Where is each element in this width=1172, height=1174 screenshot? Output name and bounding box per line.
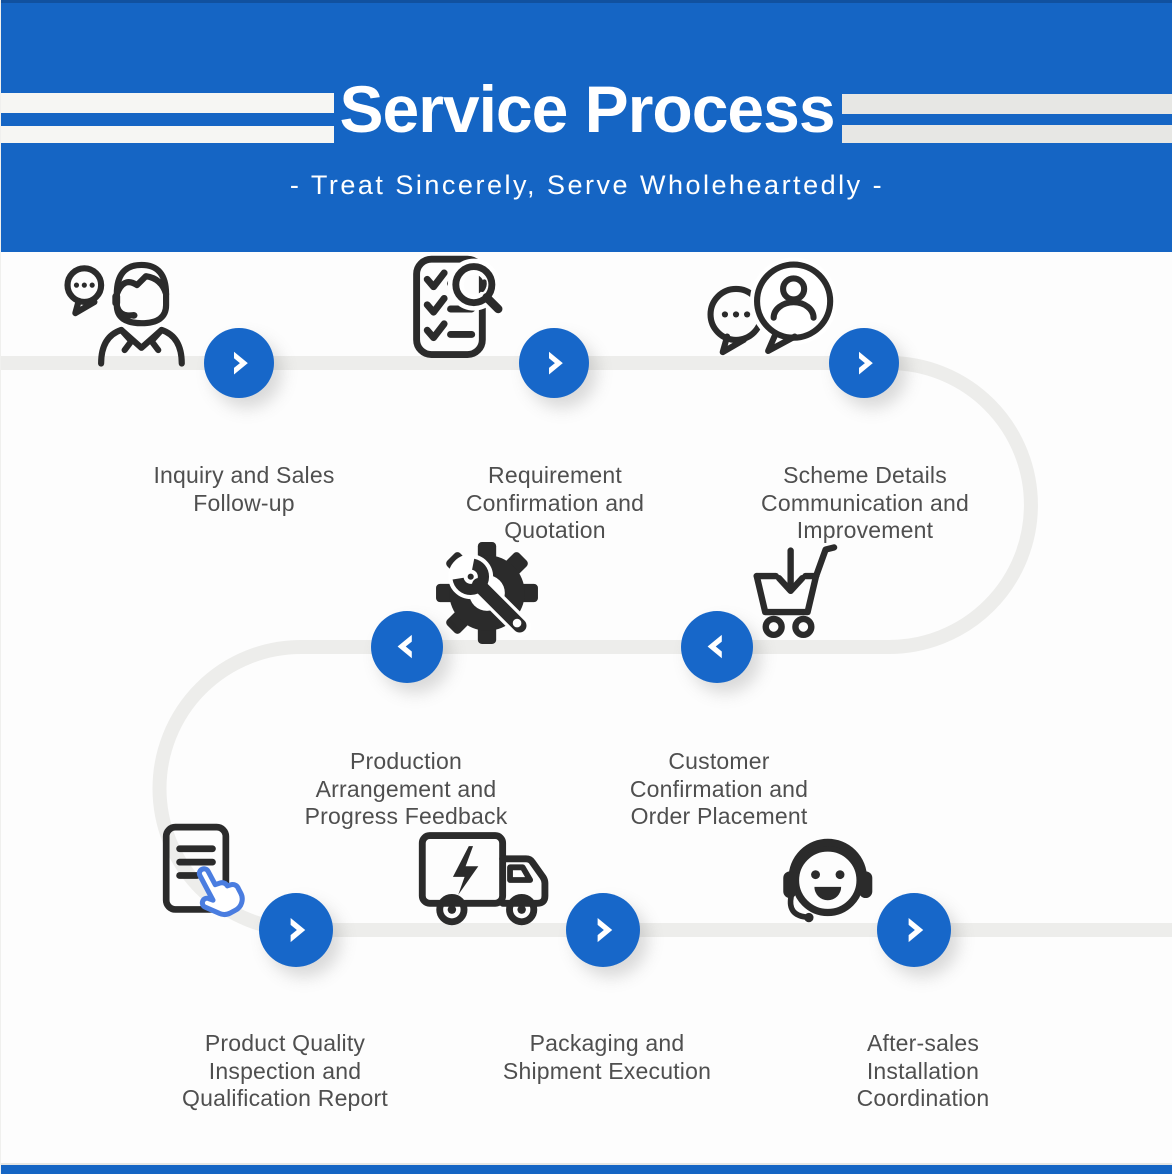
arrow-step-7 (566, 893, 640, 967)
arrow-step-4 (681, 611, 753, 683)
step-label: Customer Confirmation and Order Placemen… (629, 748, 809, 829)
header-stripe-left-top (1, 93, 334, 113)
arrow-step-5 (371, 611, 443, 683)
header-stripe-right-bottom (842, 125, 1172, 143)
arrow-step-3 (829, 328, 899, 398)
arrow-step-2 (519, 328, 589, 398)
arrow-step-1 (204, 328, 274, 398)
document-click-icon (162, 823, 245, 917)
step-label: Inquiry and Sales Follow-up (153, 462, 335, 516)
step-label: Production Arrangement and Progress Feed… (304, 748, 508, 829)
header-top-edge (1, 0, 1172, 3)
step-label: Product Quality Inspection and Qualifica… (182, 1030, 388, 1111)
header-stripe-right-top (842, 94, 1172, 114)
chat-bubbles-person-icon (707, 257, 838, 356)
step-label: Packaging and Shipment Execution (502, 1030, 712, 1084)
arrow-step-8 (877, 893, 951, 967)
checklist-magnifier-icon (413, 255, 507, 359)
truck-lightning-icon (418, 832, 549, 926)
header-banner: Service Process - Treat Sincerely, Serve… (1, 0, 1172, 252)
step-label: After-sales Installation Coordination (856, 1030, 990, 1111)
page-subtitle: - Treat Sincerely, Serve Wholeheartedly … (289, 170, 885, 200)
cart-download-icon (753, 544, 838, 639)
support-agent-icon (64, 261, 185, 367)
headset-support-icon (783, 838, 873, 923)
page-title: Service Process (339, 72, 835, 146)
footer-accent-bar (1, 1165, 1172, 1174)
footer-divider (1, 1163, 1172, 1165)
step-label: Requirement Confirmation and Quotation (465, 462, 645, 543)
step-label: Scheme Details Communication and Improve… (761, 462, 969, 543)
gear-wrench-icon (436, 542, 538, 644)
arrow-step-6 (259, 893, 333, 967)
header-stripe-left-bottom (1, 126, 334, 143)
